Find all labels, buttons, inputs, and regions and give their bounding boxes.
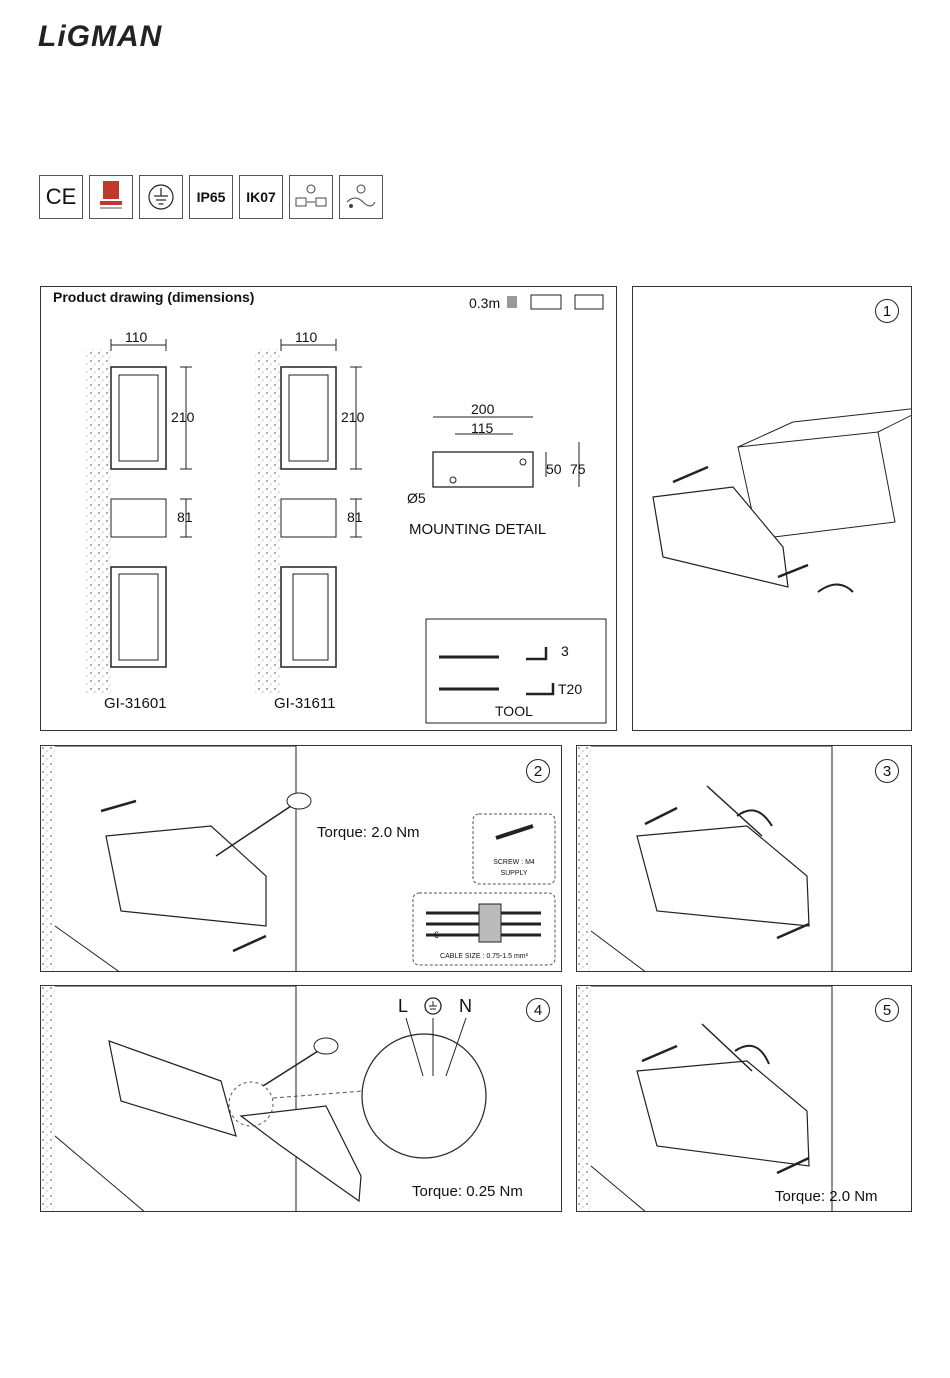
screw-spec-line2: SUPPLY (481, 870, 547, 877)
brand-logo: LiGMAN (38, 20, 162, 54)
step-2-torque: Torque: 2.0 Nm (317, 824, 420, 841)
screw-spec-line1: SCREW : M4 (481, 859, 547, 866)
mount-h2-dim: 75 (570, 461, 586, 477)
live-terminal-label: L (398, 996, 408, 1017)
step-3-panel: 3 (576, 745, 912, 972)
width-dim-2: 110 (295, 329, 317, 345)
quality-seal-icon (89, 175, 133, 219)
model-label-1: GI-31601 (104, 695, 167, 712)
mount-h1-dim: 50 (546, 461, 562, 477)
mount-hole-dim: Ø5 (407, 490, 426, 506)
step-2-panel: 2 Torque: 2.0 Nm SCREW : M4 SUPPLY 6 CAB… (40, 745, 562, 972)
replaceable-icon (339, 175, 383, 219)
step-number-5: 5 (875, 998, 899, 1022)
distance-label: 0.3m (469, 295, 500, 311)
mount-outer-dim: 200 (471, 401, 494, 417)
depth-dim-1: 81 (177, 509, 193, 525)
neutral-terminal-label: N (459, 996, 472, 1017)
tool-title: TOOL (495, 703, 533, 719)
ip65-badge: IP65 (189, 175, 233, 219)
certification-icons: CE IP65 IK07 (39, 175, 383, 219)
step-5-panel: 5 Torque: 2.0 Nm (576, 985, 912, 1212)
product-drawing-panel: Product drawing (dimensions) 0.3m 110 11… (40, 286, 617, 731)
step-1-panel: 1 (632, 286, 912, 731)
step-number-3: 3 (875, 759, 899, 783)
strip-length: 6 (434, 930, 439, 940)
earth-ground-icon (139, 175, 183, 219)
cable-size: CABLE SIZE : 0.75-1.5 mm² (419, 953, 549, 960)
height-dim-2: 210 (341, 409, 364, 425)
driver-icon (289, 175, 333, 219)
tool-torx-size: T20 (558, 681, 582, 697)
mount-inner-dim: 115 (471, 420, 493, 436)
width-dim-1: 110 (125, 329, 147, 345)
height-dim-1: 210 (171, 409, 194, 425)
drawing-title: Product drawing (dimensions) (53, 289, 254, 305)
step-4-torque: Torque: 0.25 Nm (412, 1183, 523, 1200)
step-5-torque: Torque: 2.0 Nm (775, 1188, 878, 1205)
step-number-1: 1 (875, 299, 899, 323)
model-label-2: GI-31611 (274, 695, 335, 712)
step-number-2: 2 (526, 759, 550, 783)
depth-dim-2: 81 (347, 509, 363, 525)
tool-hex-size: 3 (561, 643, 569, 659)
mounting-detail-title: MOUNTING DETAIL (409, 521, 546, 538)
ce-mark-icon: CE (39, 175, 83, 219)
step-4-panel: 4 L N Torque: 0.25 Nm (40, 985, 562, 1212)
step-number-4: 4 (526, 998, 550, 1022)
ik07-badge: IK07 (239, 175, 283, 219)
